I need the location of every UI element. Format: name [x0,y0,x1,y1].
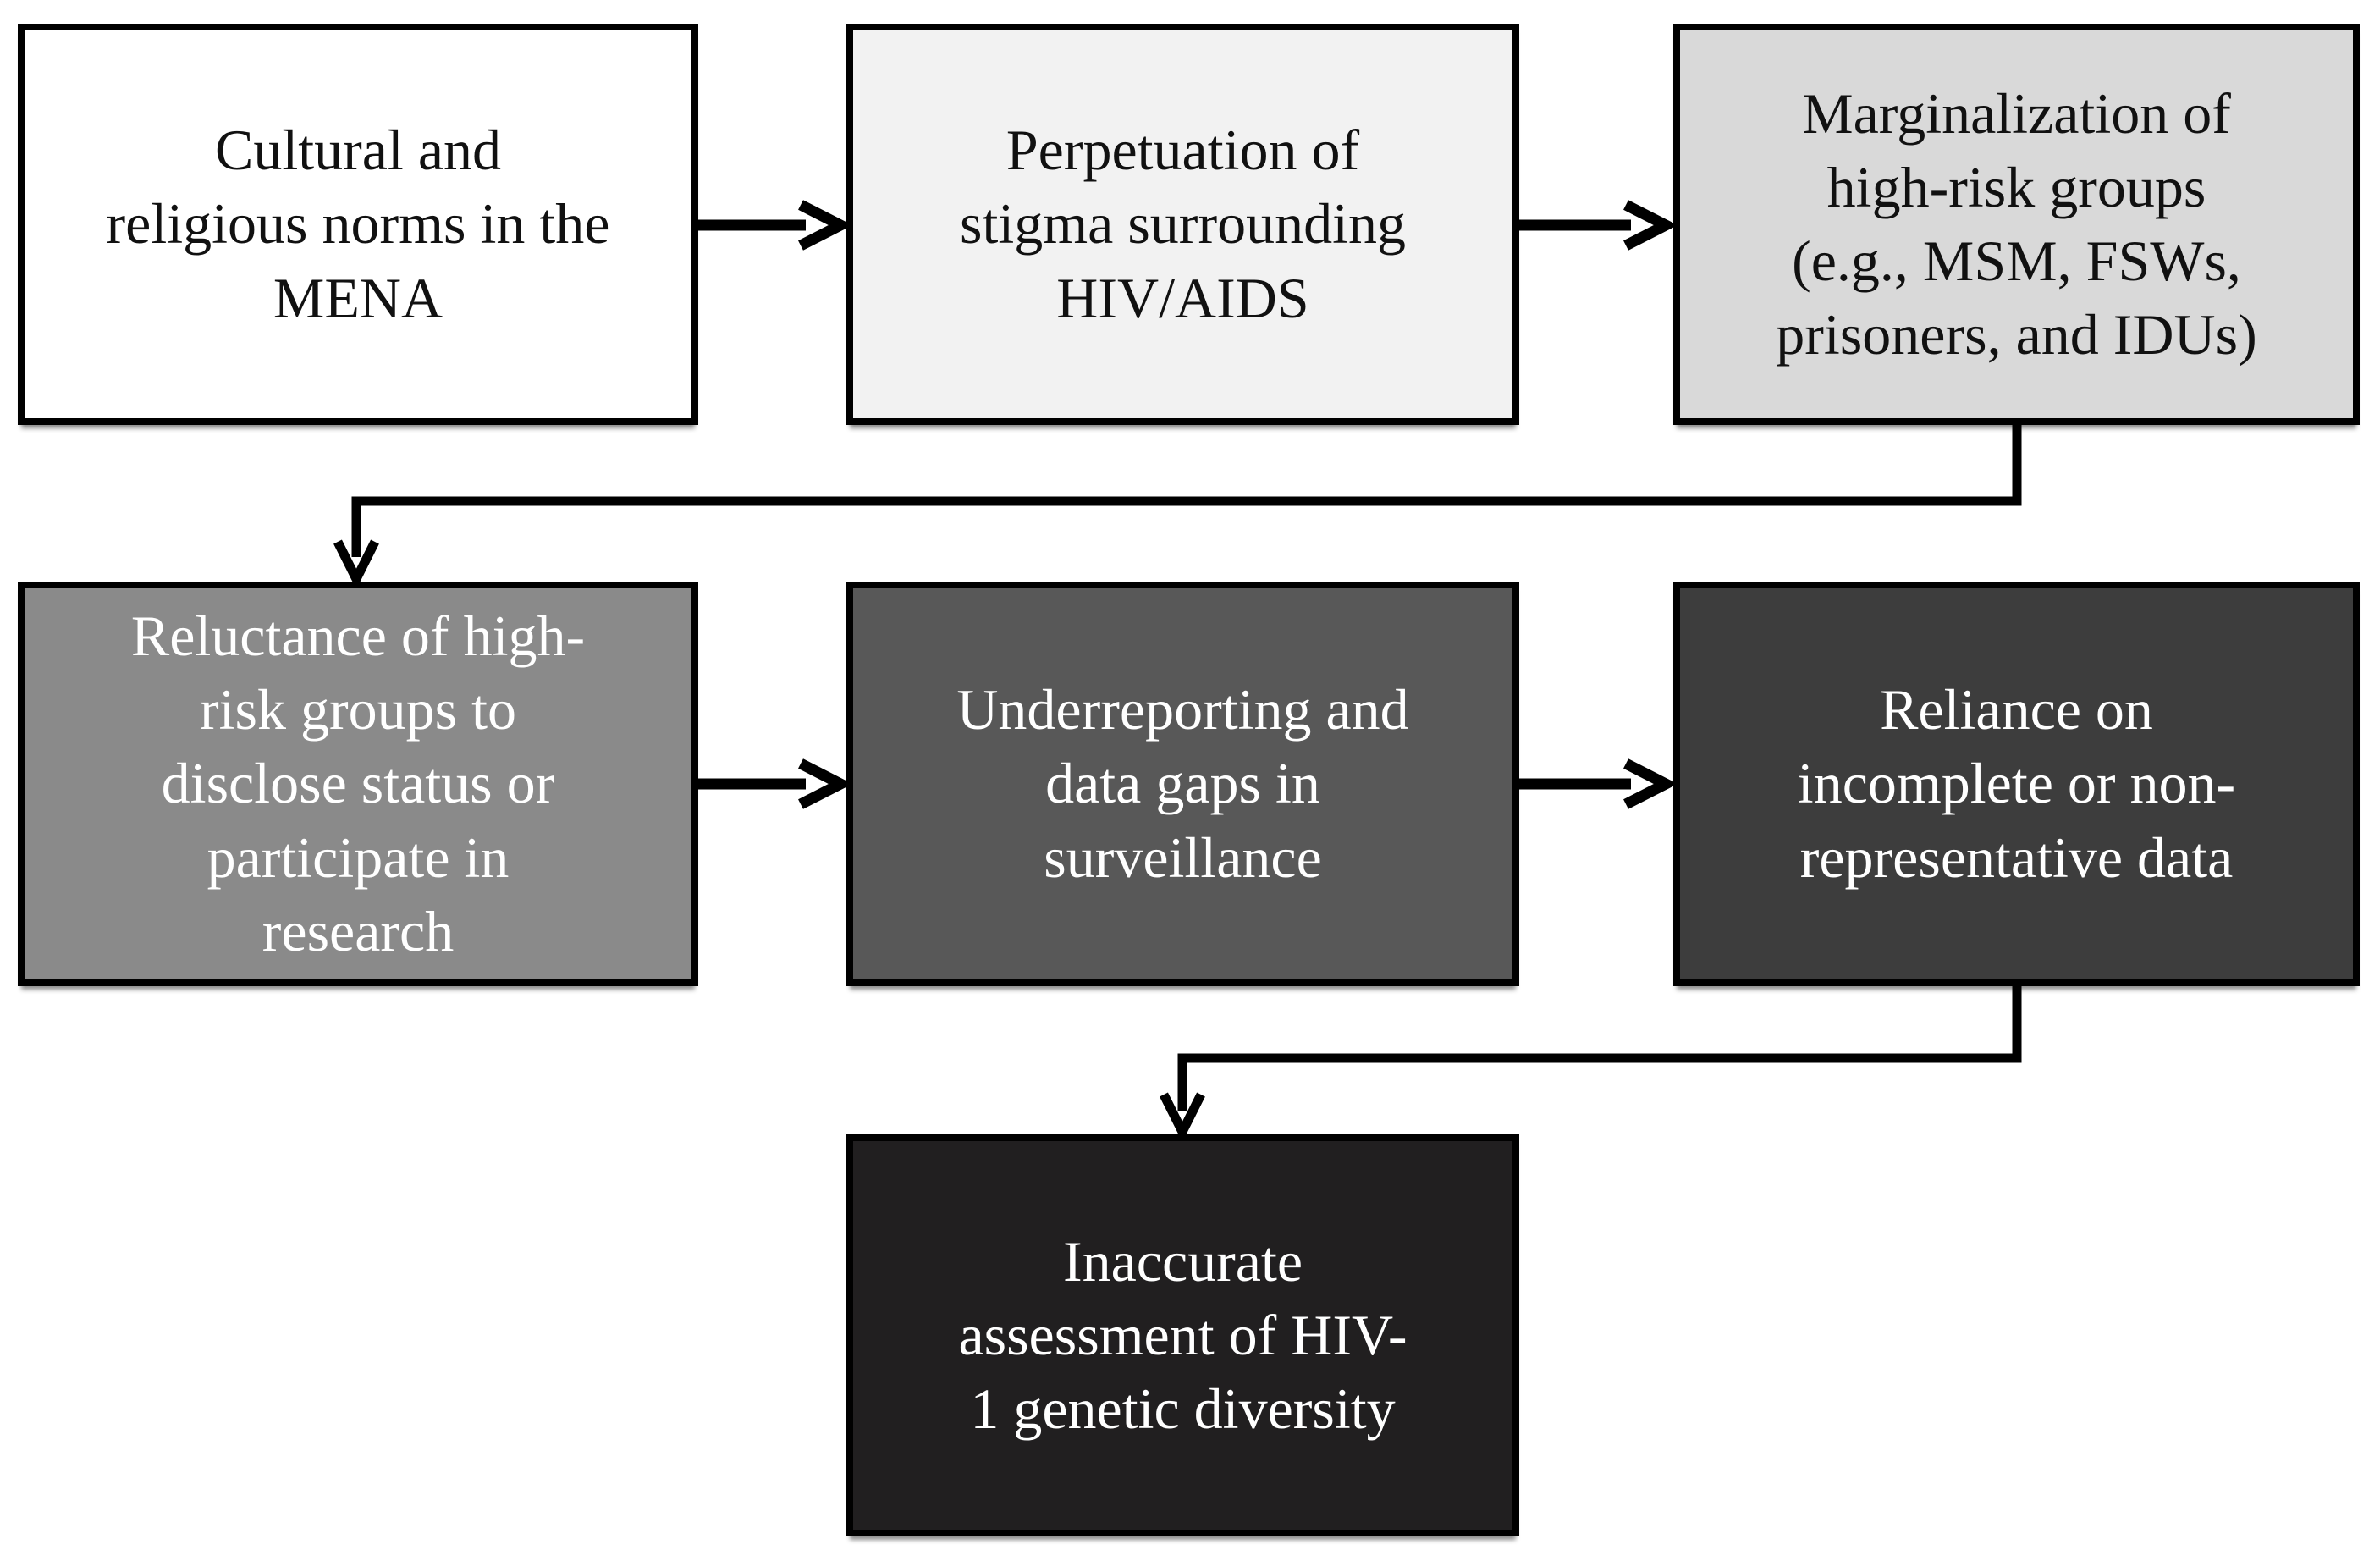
arrow-cultural-to-stigma [698,200,853,251]
elbow-marginalization-to-reluctance [333,421,2022,590]
arrow-underreporting-to-reliance [1519,758,1678,809]
flow-box-reliance: Reliance on incomplete or non- represent… [1673,582,2360,986]
flow-box-label: Reluctance of high- risk groups to discl… [130,604,586,963]
flow-box-label: Perpetuation of stigma surrounding HIV/A… [960,118,1406,330]
flow-box-label: Underreporting and data gaps in surveill… [956,677,1409,890]
flow-box-label: Marginalization of high-risk groups (e.g… [1776,80,2257,367]
flow-box-label: Reliance on incomplete or non- represent… [1797,677,2236,890]
flow-box-reluctance: Reluctance of high- risk groups to discl… [18,582,698,986]
elbow-reliance-to-inaccurate [1160,982,2022,1143]
flow-box-stigma: Perpetuation of stigma surrounding HIV/A… [846,24,1519,425]
arrow-stigma-to-marginalization [1519,200,1678,251]
flow-box-label: Inaccurate assessment of HIV- 1 genetic … [958,1228,1408,1442]
flow-box-marginalization: Marginalization of high-risk groups (e.g… [1673,24,2360,425]
arrow-reluctance-to-underreporting [698,758,853,809]
flow-box-cultural-norms: Cultural and religious norms in the MENA [18,24,698,425]
flow-box-inaccurate-assessment: Inaccurate assessment of HIV- 1 genetic … [846,1134,1519,1536]
flow-box-label: Cultural and religious norms in the MENA [106,118,610,330]
flow-box-underreporting: Underreporting and data gaps in surveill… [846,582,1519,986]
